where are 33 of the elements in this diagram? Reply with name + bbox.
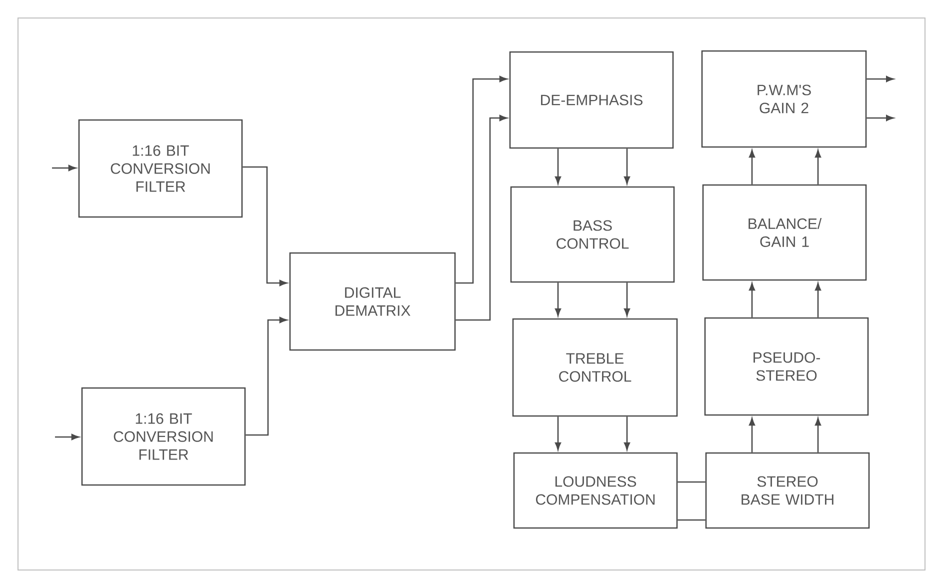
block-box: BALANCE/ GAIN 1 [702,184,867,281]
arrow [55,434,80,440]
block-box: BASS CONTROL [510,186,675,283]
arrow [866,114,894,122]
block-box: 1:16 BIT CONVERSION FILTER [78,119,243,218]
arrow [624,148,630,184]
connector-line [678,481,706,483]
block-box: LOUDNESS COMPENSATION [513,452,678,529]
arrow [554,148,562,184]
arrow [242,166,288,286]
arrow [866,76,894,82]
block-box: STEREO BASE WIDTH [705,452,870,529]
arrow [814,418,822,452]
arrow [814,150,822,184]
arrow [554,282,562,316]
arrow [456,76,508,284]
arrow [748,418,756,452]
connector-line [678,519,706,521]
arrow [52,164,76,172]
block-box: P.W.M'S GAIN 2 [701,50,867,148]
arrow [748,282,756,318]
block-box: TREBLE CONTROL [512,318,678,417]
arrow [246,316,288,436]
block-box: DIGITAL DEMATRIX [289,252,456,351]
arrow [748,150,756,184]
block-box: 1:16 BIT CONVERSION FILTER [81,387,246,486]
arrow [624,416,630,450]
arrow [814,282,822,318]
arrow [554,416,562,450]
arrow [624,282,630,316]
block-box: PSEUDO-STEREO [704,317,869,416]
arrow [456,114,508,321]
block-box: DE-EMPHASIS [509,51,674,149]
